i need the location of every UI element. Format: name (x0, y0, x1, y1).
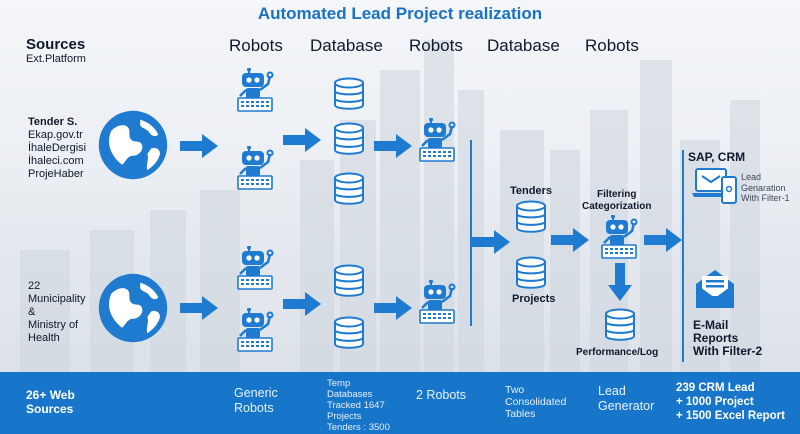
arrow-right-icon (472, 230, 510, 254)
globe-icon (97, 272, 169, 344)
arrow-right-icon (551, 228, 589, 252)
merge-divider-line (470, 140, 472, 326)
email-label-line: With Filter-2 (693, 344, 763, 358)
column-header-robots-2: Robots (409, 36, 463, 55)
robot-icon (418, 280, 458, 324)
footer-line: Two (505, 384, 525, 396)
municipality-sources-list: 22 Municipality & Ministry of Health (28, 280, 85, 345)
tender-heading: Tender S. (28, 116, 78, 128)
column-header-database-1: Database (310, 36, 383, 55)
projects-label: Projects (512, 293, 556, 305)
output-divider-line (682, 150, 684, 362)
footer-consolidated-tables: Two Consolidated Tables (505, 384, 566, 420)
mail-icon (696, 270, 734, 308)
footer-line: Generator (598, 399, 655, 413)
footer-line: Projects (327, 411, 362, 422)
footer-line: + 1000 Project (676, 396, 754, 408)
tenders-label: Tenders (510, 185, 552, 197)
database-icon (515, 256, 547, 290)
robot-icon (600, 215, 640, 259)
footer-line: Databases (327, 389, 373, 400)
tender-sources-list: Tender S. Ekap.gov.tr İhaleDergisi İhale… (28, 116, 86, 181)
arrow-right-icon (283, 292, 321, 316)
municipality-line: Municipality (28, 293, 86, 305)
robot-icon (236, 246, 276, 290)
footer-line: 26+ Web (26, 388, 75, 402)
database-icon (333, 316, 365, 350)
sources-subtitle: Ext.Platform (26, 53, 86, 65)
database-icon (333, 77, 365, 111)
database-icon (333, 122, 365, 156)
email-label-line: E-Mail (693, 318, 729, 332)
lead-generation-note: Lead Genaration With Filter-1 (741, 172, 790, 204)
tender-source-item: ProjeHaber (28, 168, 84, 180)
column-header-database-2: Database (487, 36, 560, 55)
sap-crm-label: SAP, CRM (688, 150, 746, 164)
globe-icon (97, 109, 169, 181)
footer-line: + 1500 Excel Report (676, 410, 785, 422)
footer-bar: 26+ Web Sources Generic Robots Temp Data… (0, 372, 800, 434)
laptop-phone-icon (692, 168, 737, 204)
footer-results: 239 CRM Lead + 1000 Project + 1500 Excel… (676, 381, 785, 423)
robot-icon (236, 146, 276, 190)
arrow-right-icon (180, 134, 218, 158)
footer-temp-databases: Temp Databases Tracked 1647 Projects Ten… (327, 378, 390, 433)
tender-source-item: İhaleci.com (28, 155, 84, 167)
municipality-line: Health (28, 332, 60, 344)
footer-line: 239 CRM Lead (676, 382, 755, 394)
sources-title: Sources (26, 36, 86, 53)
column-header-robots-3: Robots (585, 36, 639, 55)
lead-note-line: Lead (741, 172, 762, 182)
filtering-label: Filtering (597, 189, 637, 200)
lead-note-line: With Filter-1 (741, 193, 790, 203)
footer-web-sources: 26+ Web Sources (26, 388, 75, 416)
database-icon (604, 308, 636, 342)
arrow-right-icon (644, 228, 682, 252)
footer-line: Tenders : 3500 (327, 422, 390, 433)
arrow-right-icon (374, 134, 412, 158)
page-title: Automated Lead Project realization (257, 4, 543, 23)
categorization-label: Categorization (582, 201, 652, 212)
column-header-robots-1: Robots (229, 36, 283, 55)
tender-source-item: Ekap.gov.tr (28, 129, 83, 141)
arrow-right-icon (374, 296, 412, 320)
footer-line: Consolidated (505, 396, 567, 408)
footer-line: Temp (327, 378, 351, 389)
arrow-right-icon (283, 128, 321, 152)
footer-lead-generator: Lead Generator (598, 384, 654, 414)
footer-line: Tracked 1647 (327, 400, 385, 411)
footer-line: Robots (234, 401, 274, 415)
municipality-line: & (28, 306, 36, 318)
tender-source-item: İhaleDergisi (28, 142, 87, 154)
database-icon (515, 200, 547, 234)
robot-icon (236, 68, 276, 112)
municipality-line: 22 (28, 280, 41, 292)
footer-line: Tables (505, 408, 536, 420)
robot-icon (418, 118, 458, 162)
municipality-line: Ministry of (28, 319, 79, 331)
robot-icon (236, 308, 276, 352)
footer-generic-robots: Generic Robots (234, 386, 278, 416)
arrow-down-icon (608, 263, 632, 301)
footer-line: Generic (234, 386, 278, 400)
footer-line: Lead (598, 384, 626, 398)
database-icon (333, 172, 365, 206)
email-label-line: Reports (693, 331, 739, 345)
lead-note-line: Genaration (741, 182, 786, 193)
email-reports-label: E-Mail Reports With Filter-2 (693, 319, 762, 358)
database-icon (333, 264, 365, 298)
footer-two-robots: 2 Robots (416, 388, 467, 402)
performance-log-label: Performance/Log (576, 347, 659, 358)
footer-line: Sources (26, 402, 74, 416)
arrow-right-icon (180, 296, 218, 320)
